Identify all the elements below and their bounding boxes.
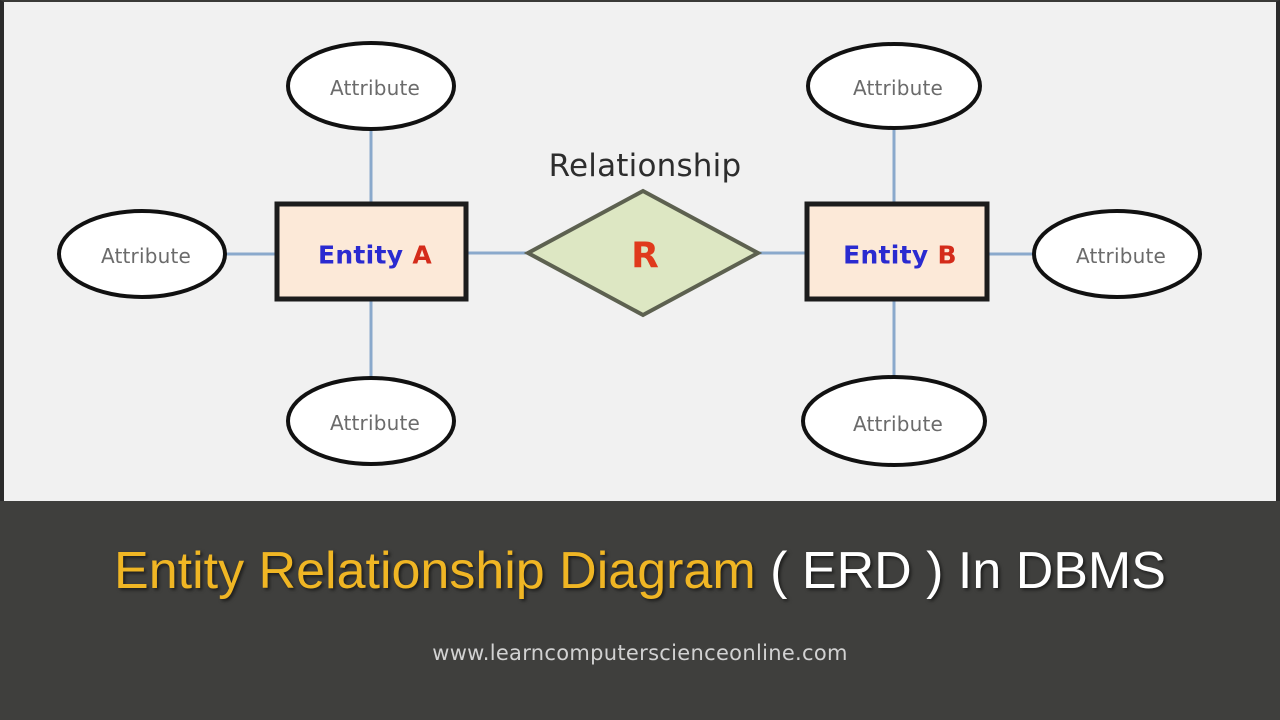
footer-title-white: ( ERD ) In DBMS — [755, 542, 1166, 600]
relationship-diamond[interactable] — [523, 188, 763, 318]
attribute-nodes — [57, 41, 1202, 467]
connector-lines — [224, 128, 1038, 381]
entity-nodes — [274, 201, 990, 302]
footer-website-url: www.learncomputerscienceonline.com — [432, 641, 848, 665]
attribute-ellipse-b-right[interactable] — [1032, 209, 1202, 299]
footer-title-gold: Entity Relationship Diagram — [114, 542, 756, 600]
footer-band: Entity Relationship Diagram ( ERD ) In D… — [0, 501, 1280, 720]
entity-b-rect[interactable] — [804, 201, 990, 302]
footer-title: Entity Relationship Diagram ( ERD ) In D… — [0, 541, 1280, 601]
attribute-ellipse-a-top[interactable] — [286, 41, 456, 131]
attribute-ellipse-b-top[interactable] — [806, 42, 982, 130]
attribute-ellipse-a-left[interactable] — [57, 209, 227, 299]
attribute-ellipse-b-bottom[interactable] — [801, 375, 987, 467]
er-diagram-vector — [57, 41, 1202, 467]
attribute-ellipse-a-bottom[interactable] — [286, 376, 456, 466]
er-diagram-canvas: Attribute Attribute Attribute Attribute … — [0, 0, 1280, 501]
entity-a-rect[interactable] — [274, 201, 469, 302]
